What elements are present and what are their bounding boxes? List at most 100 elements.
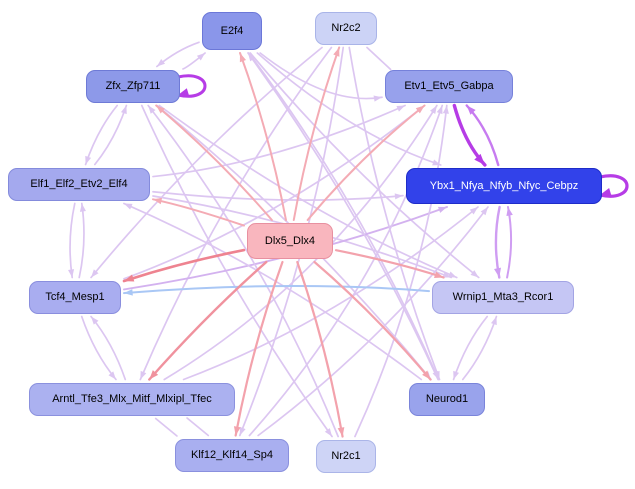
edge-E2f4-Neurod1 (247, 52, 440, 381)
edge-arrowhead (474, 153, 485, 165)
edge-Dlx5_Dlx4-Tcf4_Mesp1 (122, 248, 246, 283)
edge-arrowhead (333, 47, 340, 57)
edge-arrowhead (156, 105, 165, 114)
edge-arrowhead (156, 59, 166, 67)
edge-arrowhead (469, 207, 478, 215)
edge-Dlx5_Dlx4-Nr2c1 (296, 260, 344, 438)
edge-arrowhead (324, 428, 333, 437)
edge-Wrnip1_Mta3_Rcor1-Ybx1_Nfya_Nfyb_Nfyc_Cebpz (506, 206, 513, 279)
edge-arrowhead (422, 370, 431, 380)
edge-Nr2c1-Etv1_Etv5_Gabpa (354, 104, 448, 438)
edge-Ybx1_Nfya_Nfyb_Nfyc_Cebpz-Wrnip1_Mta3_Rcor1 (494, 205, 501, 279)
edge-arrowhead (124, 274, 135, 282)
node-label: Wrnip1_Mta3_Rcor1 (452, 290, 554, 303)
node-Arntl_Tfe3_Mlx_Mitf_Mlxipl_Tfec[interactable]: Arntl_Tfe3_Mlx_Mitf_Mlxipl_Tfec (29, 382, 235, 416)
node-Ybx1_Nfya_Nfyb_Nfyc_Cebpz[interactable]: Ybx1_Nfya_Nfyb_Nfyc_Cebpz (406, 168, 602, 204)
edge-Klf12_Klf14_Sp4-Ybx1_Nfya_Nfyb_Nfyc_Cebpz (257, 206, 489, 437)
edge-Dlx5_Dlx4-Arntl_Tfe3_Mlx_Mitf_Mlxipl_Tfec (148, 260, 268, 381)
edge-arrowhead (453, 370, 460, 380)
edge-Elf1_Elf2_Etv2_Elf4-Ybx1_Nfya_Nfyb_Nfyc_Cebpz (152, 190, 404, 201)
edge-arrowhead (91, 269, 99, 278)
node-label: Zfx_Zfp711 (105, 79, 161, 92)
node-label: Elf1_Elf2_Etv2_Elf4 (30, 177, 128, 190)
edge-Nr2c1-Zfx_Zfp711 (147, 104, 339, 438)
edge-Neurod1-Elf1_Elf2_Etv2_Elf4 (123, 202, 423, 381)
edge-Tcf4_Mesp1-Etv1_Etv5_Gabpa (123, 104, 426, 280)
edge-arrowhead (68, 269, 75, 278)
node-label: Arntl_Tfe3_Mlx_Mitf_Mlxipl_Tfec (52, 392, 212, 405)
edge-Tcf4_Mesp1-Elf1_Elf2_Etv2_Elf4 (78, 202, 85, 279)
edge-arrowhead (148, 105, 156, 114)
node-E2f4[interactable]: E2f4 (202, 12, 262, 50)
edge-Dlx5_Dlx4-Etv1_Etv5_Gabpa (306, 104, 426, 221)
edge-arrowhead (448, 271, 457, 278)
edge-arrowhead (153, 197, 163, 205)
node-label: Tcf4_Mesp1 (45, 290, 105, 303)
edge-arrowhead (600, 187, 612, 196)
edge-arrowhead (373, 95, 382, 102)
node-label: Ybx1_Nfya_Nfyb_Nfyc_Cebpz (429, 179, 579, 192)
edge-arrowhead (91, 316, 99, 325)
edge-Elf1_Elf2_Etv2_Elf4-Etv1_Etv5_Gabpa (152, 104, 406, 178)
edge-arrowhead (494, 267, 502, 278)
edge-Klf12_Klf14_Sp4-Etv1_Etv5_Gabpa (248, 104, 444, 437)
node-Zfx_Zfp711[interactable]: Zfx_Zfp711 (86, 69, 180, 103)
node-Nr2c2[interactable]: Nr2c2 (315, 11, 377, 45)
edge-arrowhead (442, 105, 449, 114)
edge-E2f4-Ybx1_Nfya_Nfyb_Nfyc_Cebpz (256, 52, 442, 166)
edge-Dlx5_Dlx4-Zfx_Zfp711 (155, 104, 273, 221)
node-Dlx5_Dlx4[interactable]: Dlx5_Dlx4 (247, 223, 333, 259)
edge-arrowhead (124, 289, 133, 296)
edge-arrowhead (433, 370, 440, 380)
edge-Dlx5_Dlx4-Neurod1 (313, 260, 432, 381)
edge-arrowhead (480, 207, 488, 216)
edge-Arntl_Tfe3_Mlx_Mitf_Mlxipl_Tfec-Klf12_Klf14_Sp4 (154, 417, 178, 437)
edge-arrowhead (123, 203, 133, 210)
edge-arrowhead (196, 53, 206, 61)
node-Elf1_Elf2_Etv2_Elf4[interactable]: Elf1_Elf2_Etv2_Elf4 (8, 167, 150, 201)
edge-arrowhead (430, 105, 437, 114)
edge-Dlx5_Dlx4-Wrnip1_Mta3_Rcor1 (334, 249, 445, 279)
edge-Ybx1_Nfya_Nfyb_Nfyc_Cebpz-Etv1_Etv5_Gabpa (465, 104, 500, 167)
node-label: Neurod1 (425, 392, 469, 405)
edge-Dlx5_Dlx4-Nr2c2 (292, 46, 341, 221)
edge-arrowhead (394, 193, 403, 200)
edge-arrowhead (396, 105, 406, 112)
edge-arrowhead (415, 105, 425, 114)
node-Etv1_Etv5_Gabpa[interactable]: Etv1_Etv5_Gabpa (385, 69, 513, 103)
edge-arrowhead (178, 88, 190, 96)
node-Klf12_Klf14_Sp4[interactable]: Klf12_Klf14_Sp4 (175, 438, 289, 472)
edge-Wrnip1_Mta3_Rcor1-Tcf4_Mesp1 (123, 284, 430, 295)
edge-arrowhead (433, 271, 444, 278)
edge-Neurod1-E2f4 (247, 52, 439, 381)
edge-arrowhead (247, 53, 256, 62)
edge-arrowhead (149, 370, 159, 380)
node-label: Klf12_Klf14_Sp4 (191, 448, 273, 461)
edge-arrowhead (140, 370, 147, 380)
edge-Ybx1_Nfya_Nfyb_Nfyc_Cebpz-Ybx1_Nfya_Nfyb_Nfyc_Cebpz (598, 174, 629, 198)
node-label: E2f4 (220, 24, 244, 37)
edge-Nr2c2-Neurod1 (348, 46, 441, 381)
edge-arrowhead (436, 105, 443, 115)
edge-Dlx5_Dlx4-E2f4 (239, 52, 287, 221)
node-Nr2c1[interactable]: Nr2c1 (316, 439, 376, 473)
edge-arrowhead (337, 427, 345, 437)
edge-Zfx_Zfp711-Nr2c1 (140, 104, 333, 438)
node-label: Etv1_Etv5_Gabpa (404, 79, 494, 92)
node-Tcf4_Mesp1[interactable]: Tcf4_Mesp1 (29, 280, 121, 314)
edge-arrowhead (470, 270, 479, 278)
edge-Zfx_Zfp711-Zfx_Zfp711 (176, 74, 207, 98)
node-Neurod1[interactable]: Neurod1 (409, 382, 485, 416)
edge-Nr2c2-Arntl_Tfe3_Mlx_Mitf_Mlxipl_Tfec (139, 46, 333, 381)
edge-arrowhead (85, 155, 92, 165)
edge-arrowhead (79, 203, 86, 212)
edge-Nr2c2-Tcf4_Mesp1 (90, 46, 323, 279)
edge-arrowhead (239, 53, 247, 63)
node-Wrnip1_Mta3_Rcor1[interactable]: Wrnip1_Mta3_Rcor1 (432, 280, 574, 314)
edge-arrowhead (442, 271, 452, 278)
edge-Klf12_Klf14_Sp4-Arntl_Tfe3_Mlx_Mitf_Mlxipl_Tfec (186, 417, 210, 437)
node-label: Nr2c1 (331, 449, 361, 462)
node-label: Nr2c2 (331, 21, 361, 34)
